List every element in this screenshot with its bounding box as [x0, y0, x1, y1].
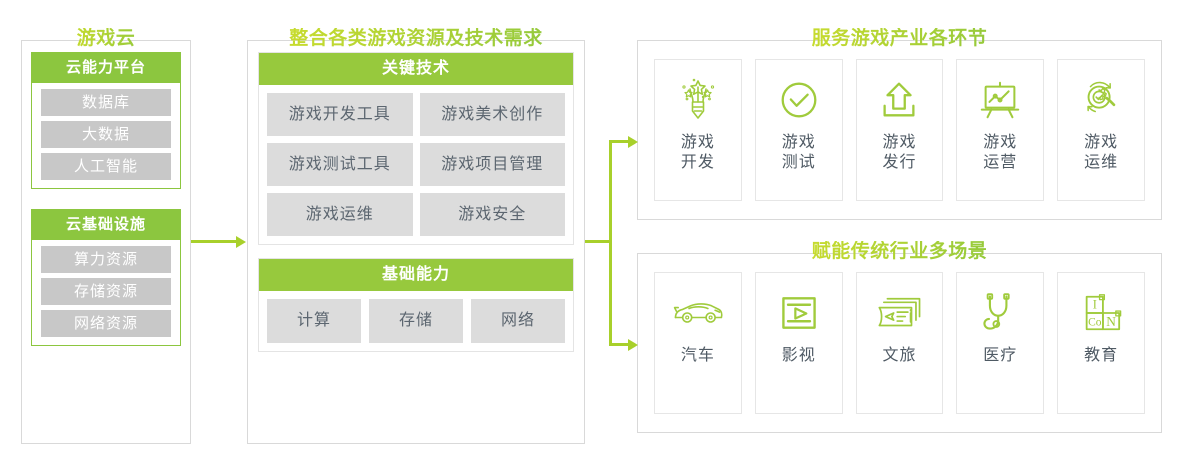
card-cloud-infrastructure-header: 云基础设施: [32, 210, 180, 240]
svg-text:I: I: [1093, 298, 1097, 312]
panel-traditional-industry-scenes-title: 赋能传统行业多场景: [802, 241, 998, 263]
tile-label-line2: 测试: [781, 154, 816, 171]
tile-game-development-label: 游戏 开发: [681, 133, 715, 173]
tile-label-line1: 文旅: [882, 347, 917, 364]
tile-label-line2: 开发: [680, 154, 715, 171]
panel-game-industry-chain-title: 服务游戏产业各环节: [802, 28, 998, 50]
svg-text:N: N: [1106, 314, 1116, 329]
card-key-technology-header: 关键技术: [259, 53, 573, 85]
cell-game-test-tools[interactable]: 游戏测试工具: [267, 143, 413, 186]
card-cloud-capability-platform: 云能力平台 数据库 大数据 人工智能: [31, 52, 181, 189]
connector-integrate-vertical: [609, 140, 612, 346]
tile-culture-tourism-label: 文旅: [882, 346, 916, 366]
pill-storage-resource[interactable]: 存储资源: [41, 278, 171, 305]
tile-label-line1: 汽车: [680, 347, 715, 364]
check-circle-icon: [776, 74, 822, 126]
tile-game-test-label: 游戏 测试: [782, 133, 816, 173]
tile-game-test[interactable]: 游戏 测试: [754, 59, 843, 201]
blocks-icon: I Co N: [1078, 287, 1124, 339]
cell-network[interactable]: 网络: [471, 299, 565, 343]
tile-game-maintenance-label: 游戏 运维: [1084, 133, 1118, 173]
card-base-ability: 基础能力 计算 存储 网络: [258, 258, 574, 352]
tile-label-line1: 游戏: [983, 134, 1018, 151]
tile-label-line1: 游戏: [781, 134, 816, 151]
chart-easel-icon: [976, 74, 1024, 126]
cell-storage[interactable]: 存储: [369, 299, 463, 343]
pill-database[interactable]: 数据库: [41, 89, 171, 116]
pencil-sparkle-icon: [674, 74, 722, 126]
pill-compute-resource[interactable]: 算力资源: [41, 246, 171, 273]
tile-healthcare-label: 医疗: [983, 346, 1017, 366]
tile-label-line1: 影视: [781, 347, 816, 364]
tile-label-line2: 运营: [983, 154, 1018, 171]
panel-game-cloud: 游戏云 云能力平台 数据库 大数据 人工智能 云基础设施 算力资源 存储资源 网…: [21, 28, 191, 444]
ticket-icon: [874, 287, 924, 339]
upload-arrow-icon: [876, 74, 922, 126]
tile-game-publish-label: 游戏 发行: [882, 133, 916, 173]
tile-media-label: 影视: [782, 346, 816, 366]
tile-education[interactable]: I Co N 教育: [1057, 272, 1145, 414]
cell-game-dev-tools[interactable]: 游戏开发工具: [267, 93, 413, 136]
panel-game-cloud-title: 游戏云: [67, 28, 146, 50]
cell-game-security[interactable]: 游戏安全: [419, 193, 565, 236]
connector-cloud-to-integrate-arrow: [236, 235, 246, 248]
tile-label-line2: 发行: [882, 154, 917, 171]
card-base-ability-header: 基础能力: [259, 259, 573, 291]
pill-network-resource[interactable]: 网络资源: [41, 310, 171, 337]
tile-healthcare[interactable]: 医疗: [956, 272, 1045, 414]
gear-magnifier-icon: [1077, 74, 1125, 126]
tile-label-line2: 运维: [1084, 154, 1119, 171]
car-icon: [671, 287, 725, 339]
panel-game-industry-chain: 服务游戏产业各环节: [637, 28, 1162, 220]
stethoscope-icon: [978, 287, 1022, 339]
panel-integrate-resources-title: 整合各类游戏资源及技术需求: [279, 28, 553, 50]
cell-game-operations[interactable]: 游戏运维: [267, 193, 413, 236]
tile-automotive-label: 汽车: [681, 346, 715, 366]
tile-game-maintenance[interactable]: 游戏 运维: [1057, 59, 1145, 201]
tile-label-line1: 游戏: [680, 134, 715, 151]
tile-game-operation[interactable]: 游戏 运营: [956, 59, 1045, 201]
tile-label-line1: 游戏: [1084, 134, 1119, 151]
connector-cloud-to-integrate-line: [191, 240, 237, 243]
tile-game-operation-label: 游戏 运营: [983, 133, 1017, 173]
svg-text:Co: Co: [1088, 316, 1102, 328]
cell-game-art-creation[interactable]: 游戏美术创作: [419, 93, 565, 136]
card-key-technology: 关键技术 游戏开发工具 游戏美术创作 游戏测试工具 游戏项目管理 游戏运维 游戏…: [258, 52, 574, 245]
tile-media[interactable]: 影视: [754, 272, 843, 414]
video-play-icon: [777, 287, 821, 339]
connector-integrate-to-industry-line: [609, 140, 630, 143]
connector-integrate-stub: [585, 240, 612, 243]
tile-automotive[interactable]: 汽车: [654, 272, 742, 414]
panel-integrate-resources: 整合各类游戏资源及技术需求 关键技术 游戏开发工具 游戏美术创作 游戏测试工具 …: [247, 28, 585, 444]
tile-label-line1: 游戏: [882, 134, 917, 151]
panel-traditional-industry-scenes: 赋能传统行业多场景: [637, 241, 1162, 433]
card-cloud-infrastructure: 云基础设施 算力资源 存储资源 网络资源: [31, 209, 181, 346]
tile-culture-tourism[interactable]: 文旅: [855, 272, 944, 414]
connector-integrate-to-scenes-arrow: [628, 338, 638, 351]
tile-education-label: 教育: [1084, 346, 1118, 366]
pill-bigdata[interactable]: 大数据: [41, 121, 171, 148]
tile-label-line1: 医疗: [983, 347, 1018, 364]
pill-ai[interactable]: 人工智能: [41, 153, 171, 180]
tile-label-line1: 教育: [1084, 347, 1119, 364]
cell-compute[interactable]: 计算: [267, 299, 361, 343]
card-cloud-capability-platform-header: 云能力平台: [32, 53, 180, 83]
connector-integrate-to-industry-arrow: [628, 135, 638, 148]
tile-game-publish[interactable]: 游戏 发行: [855, 59, 944, 201]
connector-integrate-to-scenes-line: [609, 343, 630, 346]
cell-game-project-management[interactable]: 游戏项目管理: [419, 143, 565, 186]
tile-game-development[interactable]: 游戏 开发: [654, 59, 742, 201]
